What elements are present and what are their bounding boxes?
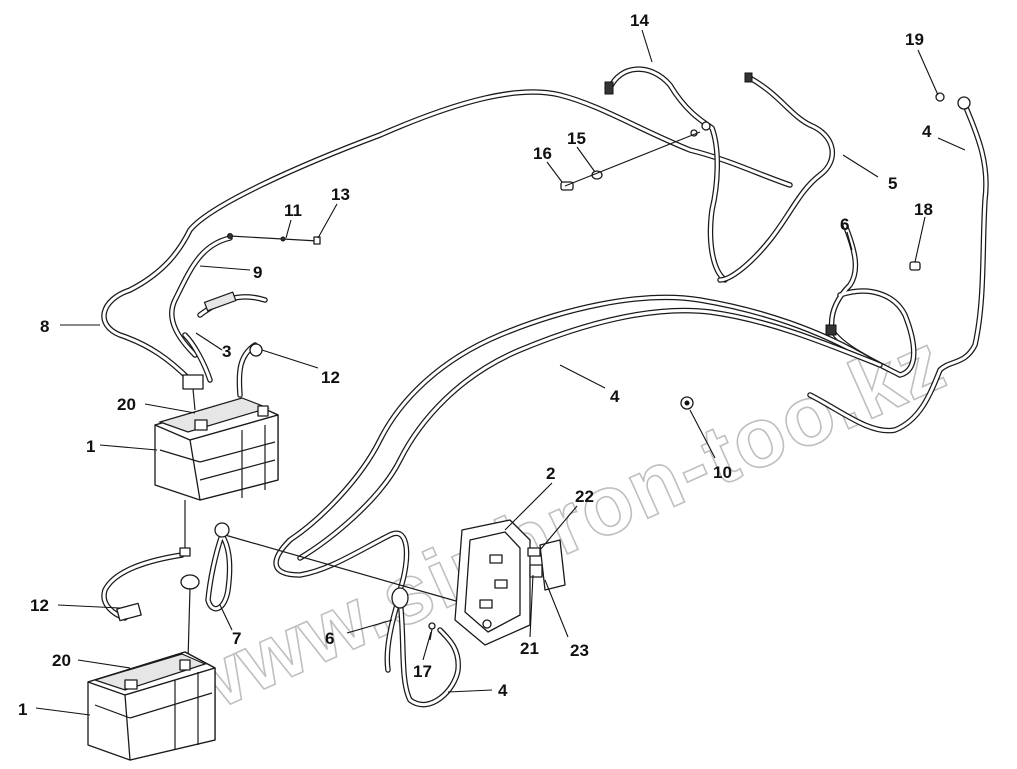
ground-cable bbox=[224, 534, 471, 606]
callout-9: 9 bbox=[253, 263, 262, 282]
watermark: www.sinhron-too.kz bbox=[160, 314, 958, 738]
wire-11-13 bbox=[227, 233, 321, 245]
callout-2: 2 bbox=[546, 464, 555, 483]
callout-20-lower: 20 bbox=[52, 651, 71, 670]
callout-labels: 14 19 4 15 16 5 13 11 6 18 9 8 3 12 4 20… bbox=[18, 11, 933, 719]
callout-1-lower: 1 bbox=[18, 700, 27, 719]
callout-4-lower: 4 bbox=[498, 681, 508, 700]
harness-3 bbox=[182, 291, 268, 383]
bolt-18 bbox=[909, 261, 921, 271]
harness-9 bbox=[169, 235, 233, 358]
battery-lower bbox=[87, 651, 216, 761]
callout-20-upper: 20 bbox=[117, 395, 136, 414]
clip-10 bbox=[680, 396, 694, 410]
leader-lines bbox=[35, 29, 966, 716]
callout-23: 23 bbox=[570, 641, 589, 660]
callout-15: 15 bbox=[567, 129, 586, 148]
callout-11: 11 bbox=[284, 201, 302, 220]
harness-5 bbox=[717, 72, 836, 283]
harness-12-lower bbox=[101, 552, 200, 661]
callout-8: 8 bbox=[40, 317, 49, 336]
callout-14: 14 bbox=[630, 11, 649, 30]
harness-4-lower bbox=[397, 597, 461, 708]
harness-4-middle bbox=[273, 294, 883, 593]
callout-7: 7 bbox=[232, 629, 241, 648]
battery-upper bbox=[154, 374, 279, 501]
callout-12-upper: 12 bbox=[321, 368, 340, 387]
callout-4-middle: 4 bbox=[610, 387, 620, 406]
callout-3: 3 bbox=[222, 342, 231, 361]
callout-17: 17 bbox=[413, 662, 432, 681]
callout-12-lower: 12 bbox=[30, 596, 49, 615]
callout-1-upper: 1 bbox=[86, 437, 95, 456]
harness-8 bbox=[101, 89, 793, 383]
bolt-17 bbox=[428, 622, 436, 641]
callout-16: 16 bbox=[533, 144, 552, 163]
callout-19: 19 bbox=[905, 30, 924, 49]
harness-6-lower bbox=[384, 587, 409, 673]
harness-7 bbox=[205, 522, 233, 612]
harness-4-right bbox=[807, 96, 989, 434]
callout-6-right: 6 bbox=[840, 215, 849, 234]
callout-10: 10 bbox=[713, 463, 732, 482]
relay-box bbox=[454, 519, 566, 646]
callout-5: 5 bbox=[888, 174, 897, 193]
callout-4-top-right: 4 bbox=[922, 122, 932, 141]
callout-13: 13 bbox=[331, 185, 350, 204]
callout-22: 22 bbox=[575, 487, 594, 506]
callout-6-lower: 6 bbox=[325, 629, 334, 648]
harness-12-upper bbox=[236, 342, 263, 398]
callout-21: 21 bbox=[520, 639, 539, 658]
callout-18: 18 bbox=[914, 200, 933, 219]
harness-14 bbox=[604, 66, 728, 283]
